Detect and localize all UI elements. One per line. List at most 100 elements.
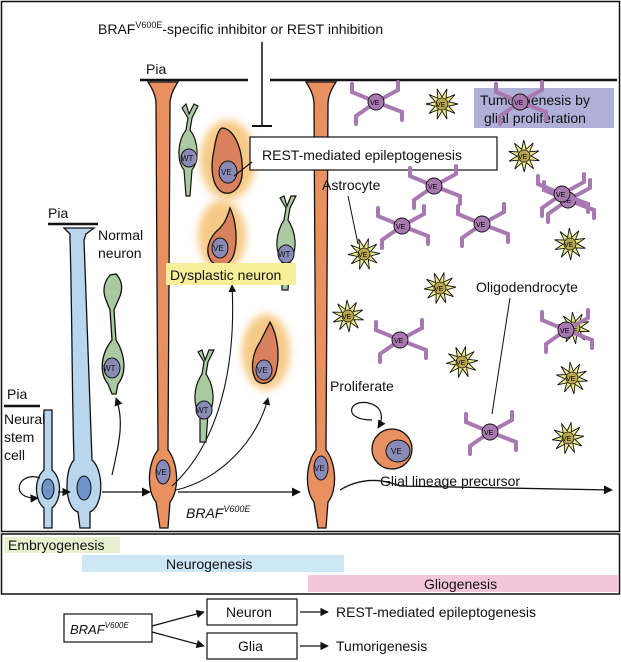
dysplastic-neuron-1: VE [200,120,256,200]
oligodendrocyte-cell: VE [374,318,428,364]
svg-text:VE: VE [562,436,572,443]
svg-text:VE: VE [564,242,574,249]
svg-text:VE: VE [358,252,368,259]
neurogenesis-bar [82,555,344,572]
proliferate-loop [351,401,386,429]
proliferate-label: Proliferate [330,378,394,394]
astrocyte-cell: VE [556,361,588,395]
normal-neuron-label: Normal neuron [98,227,147,261]
svg-text:VE: VE [434,286,444,293]
summary-glia-label: Glia [238,638,263,654]
timeline-frame [0,533,621,595]
svg-text:VE: VE [396,224,406,231]
svg-text:VE: VE [562,198,572,205]
svg-text:VE: VE [394,338,404,345]
summary-arrow-glia [151,631,205,649]
arrow-to-normal-neuron [111,397,123,476]
oligodendrocyte-cell: VE [464,410,518,456]
main-panel-frame [0,0,621,533]
neural-stem-cell-label: Neural stem cell [4,411,49,463]
oligodendrocyte-cell: VE [536,172,590,218]
svg-text:VE: VE [556,192,566,199]
svg-text:VE: VE [476,222,486,229]
wt-neuron-1: WT [178,102,199,197]
gliogenesis-bar [308,575,618,592]
svg-text:VE: VE [514,100,524,107]
svg-text:VE: VE [566,376,576,383]
astrocyte-cell: VE [551,422,585,454]
svg-text:VE: VE [221,168,232,177]
braf-arrow-label: BRAFV600E [186,504,251,521]
astrocyte-cell: VE [347,238,381,270]
rest-epileptogenesis-label: REST-mediated epileptogenesis [262,147,462,163]
pia-label-2: Pia [48,205,68,221]
astrocyte-cell: VE [508,139,540,173]
svg-text:WT: WT [181,154,194,163]
radial-glia-cell [62,227,102,529]
summary-glia-outcome: Tumorigenesis [336,638,427,654]
svg-text:VE: VE [456,360,466,367]
oligodendrocyte-cell: VE [456,202,510,248]
arrow-to-dysplastic-1 [171,284,237,487]
astrocyte-cell: VE [425,88,459,120]
svg-text:VE: VE [436,102,446,109]
svg-text:VE: VE [156,468,167,477]
oligodendrocyte-cell: VE [376,204,430,250]
astrocyte-label: Astrocyte [322,177,381,193]
wt-neuron-3: WT [194,349,215,443]
svg-text:VE: VE [518,154,528,161]
pia-label-3: Pia [146,61,166,77]
oligodendrocyte-cell: VE [494,80,548,126]
astrocyte-pointer [347,195,359,245]
dysplastic-neuron-3: VE [242,314,290,390]
astrocyte-cell: VE [332,299,364,333]
svg-text:WT: WT [196,406,209,415]
summary-neuron-label: Neuron [226,604,272,620]
svg-text:VE: VE [484,430,494,437]
svg-text:VE: VE [213,244,224,253]
oligodendrocyte-pointer [491,297,511,415]
dysplastic-neuron-2: VE [198,200,246,272]
gliogenesis-label: Gliogenesis [424,576,497,592]
embryogenesis-label: Embryogenesis [8,537,105,553]
pia-label-1: Pia [7,386,27,402]
summary-braf-box [63,613,153,643]
svg-text:VE: VE [560,328,570,335]
oligodendrocyte-label: Oligodendrocyte [476,279,578,295]
summary-braf-label: BRAFV600E [70,621,129,637]
dysplastic-neuron-label: Dysplastic neuron [170,267,281,283]
glial-precursor-cell: VE [371,428,413,470]
svg-text:VE: VE [370,100,380,107]
neural-stem-cell [18,409,61,529]
normal-neuron: WT [101,273,125,395]
oligodendrocyte-cell: VE [408,164,462,210]
summary-glia-box [206,632,298,660]
astrocyte-cell: VE [554,227,586,261]
svg-text:VE: VE [428,184,438,191]
summary-neuron-outcome: REST-mediated epileptogenesis [336,604,536,620]
oligodendrocyte-cell: VE [540,308,594,354]
arrow-to-dysplastic-2 [175,397,271,491]
svg-text:WT: WT [278,250,291,259]
dysplastic-label-bg [166,263,296,285]
summary-arrow-neuron [151,609,205,627]
inhibitor-label: BRAFV600E-specific inhibitor or REST inh… [98,20,383,37]
ve-radial-glia-1: VE [146,81,180,529]
svg-text:VE: VE [342,314,352,321]
svg-text:VE: VE [257,366,268,375]
astrocyte-cell: VE [423,272,457,304]
svg-text:VE: VE [391,447,402,456]
astrocyte-cell: VE [445,346,479,378]
svg-text:VE: VE [314,464,325,473]
svg-text:WT: WT [103,364,116,373]
neurogenesis-label: Neurogenesis [166,556,252,572]
embryogenesis-bar [4,537,120,553]
glial-precursor-label: Glial lineage precursor [380,473,520,489]
arrow-to-precursor [339,479,613,495]
oligodendrocyte-cell: VE [350,80,404,126]
rest-pointer [233,161,253,177]
summary-neuron-box [206,598,298,626]
